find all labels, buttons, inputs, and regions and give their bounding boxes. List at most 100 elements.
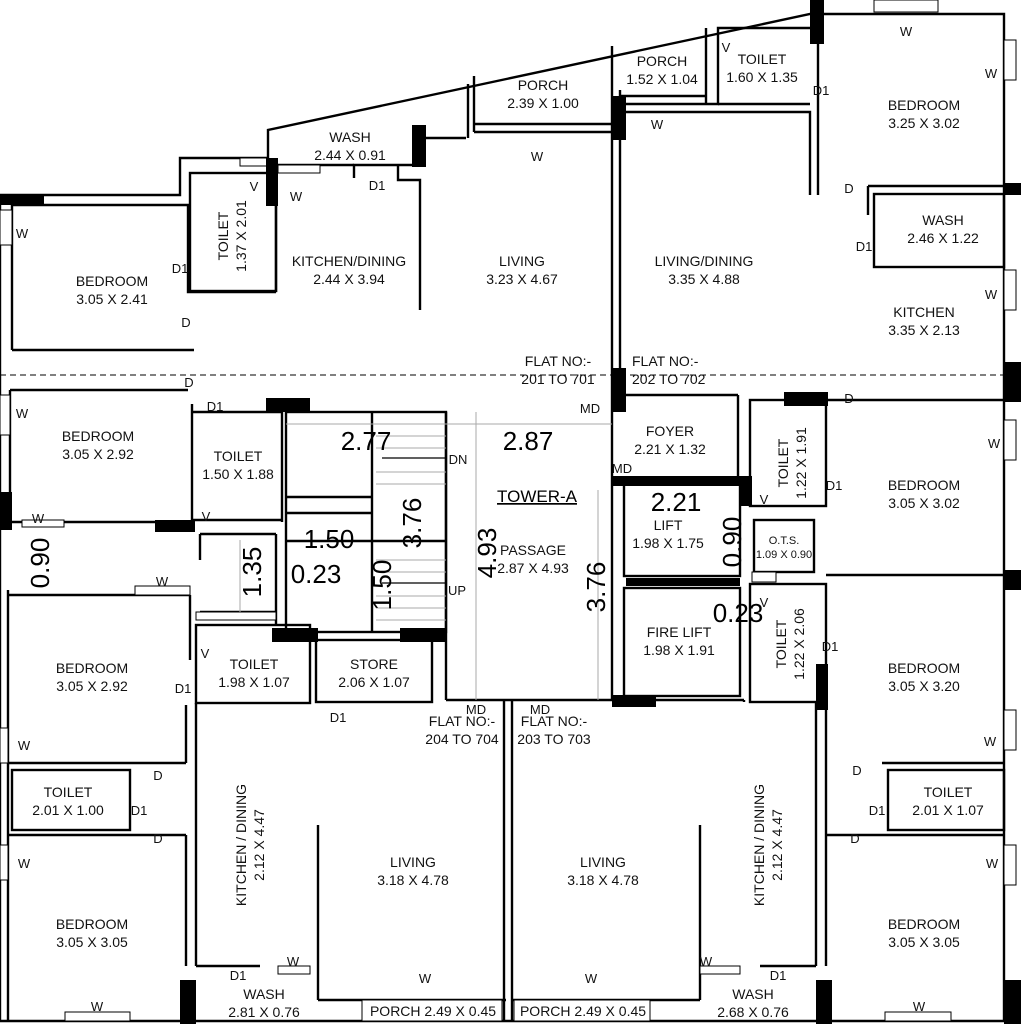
room-name: LIVING/DINING — [655, 253, 754, 269]
room-wash-se: WASH 2.68 X 0.76 — [717, 986, 789, 1020]
room-name: KITCHEN / DINING — [751, 784, 767, 906]
room-size: 2.01 X 1.07 — [912, 802, 984, 818]
door-window-marks: WWWWWWWWWWWWWWWWWWWWWDDDDDDDDD1D1D1D1D1D… — [16, 24, 1001, 1014]
opening-mark: D1 — [207, 399, 224, 414]
opening-mark: D1 — [770, 968, 787, 983]
opening-mark: D1 — [230, 968, 247, 983]
room-name: TOILET — [215, 211, 231, 260]
room-size: 2.44 X 0.91 — [314, 147, 386, 163]
opening-mark: D — [153, 831, 162, 846]
room-name: BEDROOM — [888, 660, 960, 676]
dimension-value: 3.76 — [581, 562, 611, 613]
room-size: 2.39 X 1.00 — [507, 95, 579, 111]
opening-mark: W — [156, 574, 169, 589]
opening-mark: W — [651, 117, 664, 132]
room-name: BEDROOM — [56, 916, 128, 932]
room-name: STORE — [350, 656, 398, 672]
room-size: 3.05 X 3.02 — [888, 495, 960, 511]
opening-mark: V — [760, 595, 769, 610]
room-size: 3.05 X 2.92 — [62, 446, 134, 462]
room-size: 1.60 X 1.35 — [726, 69, 798, 85]
opening-mark: D — [181, 315, 190, 330]
dimension-value: 0.90 — [717, 517, 747, 568]
room-size: 2.68 X 0.76 — [717, 1004, 789, 1020]
room-ots: O.T.S.1.09 X 0.90 — [756, 535, 812, 561]
opening-mark: D1 — [175, 681, 192, 696]
room-size: 2.44 X 3.94 — [313, 271, 385, 287]
opening-mark: D — [844, 181, 853, 196]
room-size: 2.01 X 1.00 — [32, 802, 104, 818]
tower-title: TOWER-A — [497, 487, 578, 506]
room-name: LIVING — [580, 854, 626, 870]
room-size: 3.05 X 2.41 — [76, 291, 148, 307]
room-porch-201: PORCH 2.39 X 1.00 — [507, 77, 579, 111]
room-size: 2.46 X 1.22 — [907, 230, 979, 246]
flat-label: FLAT NO:-203 TO 703 — [517, 713, 591, 747]
opening-mark: D — [844, 391, 853, 406]
flat-label: FLAT NO:-202 TO 702 — [632, 353, 706, 387]
room-name: BEDROOM — [62, 428, 134, 444]
room-name: WASH — [732, 986, 773, 1002]
room-name: KITCHEN — [893, 304, 954, 320]
room-size: 2.12 X 4.47 — [769, 809, 785, 881]
flat-range: 203 TO 703 — [517, 731, 591, 747]
room-size: 1.98 X 1.75 — [632, 535, 704, 551]
room-size: 3.35 X 2.13 — [888, 322, 960, 338]
dimension-value: 4.93 — [472, 528, 502, 579]
opening-mark: W — [986, 856, 999, 871]
opening-mark: V — [201, 646, 210, 661]
opening-mark: D1 — [856, 239, 873, 254]
opening-mark: D1 — [869, 803, 886, 818]
dimension-value: 0.23 — [713, 598, 764, 628]
flat-range: 204 TO 704 — [425, 731, 499, 747]
opening-mark: D1 — [330, 710, 347, 725]
opening-mark: W — [985, 66, 998, 81]
room-name: PASSAGE — [500, 542, 566, 558]
opening-mark: W — [531, 149, 544, 164]
opening-mark: W — [32, 511, 45, 526]
opening-mark: D — [184, 375, 193, 390]
room-size: 1.09 X 0.90 — [756, 549, 812, 561]
room-size: 3.25 X 3.02 — [888, 115, 960, 131]
room-name: LIVING — [499, 253, 545, 269]
opening-mark: W — [913, 999, 926, 1014]
room-name: FOYER — [646, 423, 694, 439]
opening-mark: W — [900, 24, 913, 39]
room-name: KITCHEN / DINING — [233, 784, 249, 906]
room-name: PORCH — [518, 77, 569, 93]
room-size: 2.21 X 1.32 — [634, 441, 706, 457]
flat-title: FLAT NO:- — [429, 713, 496, 729]
opening-mark: W — [985, 287, 998, 302]
dimension-value: 1.35 — [237, 547, 267, 598]
room-size: 3.18 X 4.78 — [567, 872, 639, 888]
opening-mark: D1 — [826, 478, 843, 493]
room-name: BEDROOM — [76, 273, 148, 289]
room-kitchen-e: KITCHEN 3.35 X 2.13 — [888, 304, 960, 338]
room-foyer: FOYER 2.21 X 1.32 — [634, 423, 706, 457]
opening-mark: V — [760, 492, 769, 507]
dimension-value: 0.90 — [25, 538, 55, 589]
porch-label: PORCH 2.49 X 0.45 — [520, 1003, 646, 1019]
stair-steps — [239, 412, 612, 700]
room-name: TOILET — [214, 448, 263, 464]
opening-mark: MD — [530, 702, 550, 717]
outer-wall-north — [0, 12, 1006, 1023]
opening-mark: W — [585, 971, 598, 986]
opening-mark: W — [419, 971, 432, 986]
